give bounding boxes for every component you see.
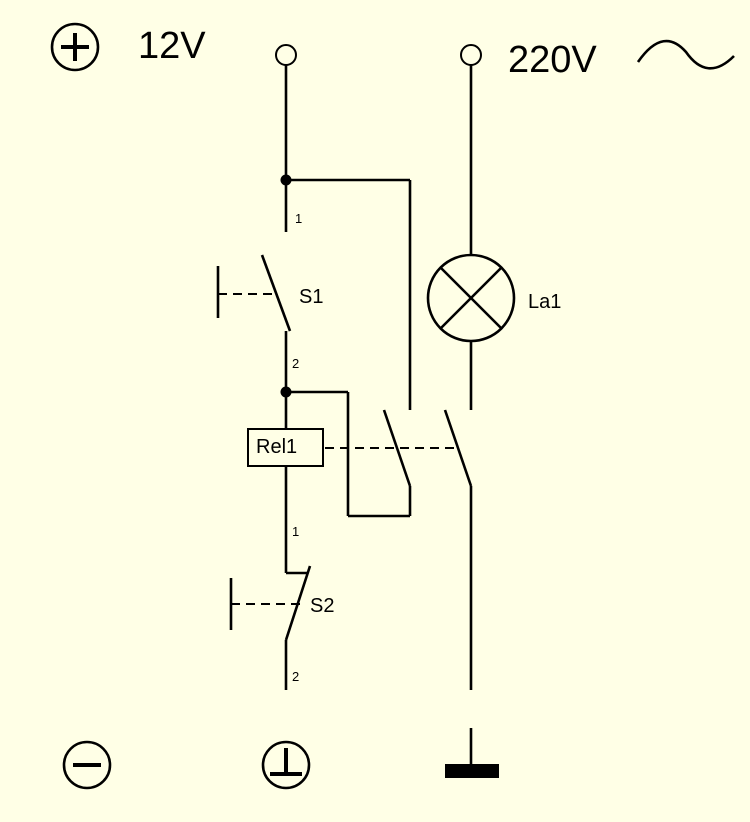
switch-s1 — [216, 254, 292, 332]
s1-pin-2: 2 — [292, 356, 299, 371]
s1-label: S1 — [299, 286, 323, 308]
ac-voltage-label: 220V — [508, 39, 597, 81]
s2-pin-2: 2 — [292, 669, 299, 684]
dc-voltage-label: 12V — [138, 25, 206, 67]
s2-pin-1: 1 — [292, 524, 299, 539]
s1-pin-1: 1 — [295, 211, 302, 226]
relay-contact-2 — [443, 409, 473, 487]
relay-label: Rel1 — [256, 436, 297, 458]
lamp-label: La1 — [528, 291, 561, 313]
minus-terminal-icon — [62, 740, 112, 790]
switch-s2 — [229, 565, 312, 641]
relay-contact-1 — [382, 409, 412, 487]
ac-wave-icon — [636, 39, 735, 70]
ground-terminal-icon — [261, 740, 311, 790]
ac-terminal-icon — [460, 44, 482, 66]
dc-terminal-icon — [275, 44, 297, 66]
s2-label: S2 — [310, 595, 334, 617]
lamp-icon — [426, 253, 516, 343]
relay-coil — [247, 428, 324, 467]
plus-terminal-icon — [50, 22, 100, 72]
earth-ground-icon — [445, 728, 499, 778]
